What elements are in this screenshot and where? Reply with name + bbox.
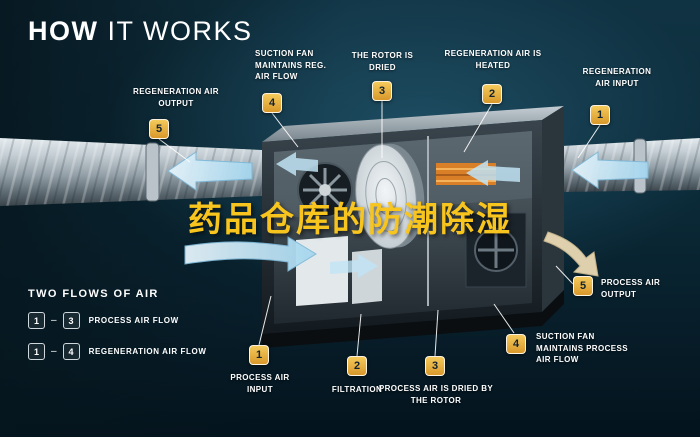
callout-badge: 4 bbox=[506, 334, 526, 354]
callout-label: SUCTION FAN MAINTAINS REG. AIR FLOW bbox=[255, 49, 327, 82]
regeneration-input-arrow bbox=[571, 151, 649, 189]
legend-dash: – bbox=[51, 315, 57, 326]
callout-label: REGENERATION AIR IS HEATED bbox=[444, 49, 542, 70]
callout-badge: 5 bbox=[573, 276, 593, 296]
callout-badge: 2 bbox=[482, 84, 502, 104]
callout-label: REGENERATION AIR OUTPUT bbox=[133, 87, 219, 108]
callout-label: PROCESS AIR INPUT bbox=[230, 373, 290, 394]
callout-label: REGENERATION AIR INPUT bbox=[582, 67, 652, 88]
callout-badge: 2 bbox=[347, 356, 367, 376]
callout-label: THE ROTOR IS DRIED bbox=[351, 51, 414, 72]
legend-row-regeneration: 1 – 4 REGENERATION AIR FLOW bbox=[28, 343, 207, 360]
legend-badge-to: 3 bbox=[62, 312, 80, 329]
legend-row-process: 1 – 3 PROCESS AIR FLOW bbox=[28, 312, 207, 329]
page-title: HOW IT WORKS bbox=[28, 16, 253, 47]
callout-badge: 3 bbox=[425, 356, 445, 376]
legend-badge-from: 1 bbox=[28, 343, 45, 360]
callout-badge: 4 bbox=[262, 93, 282, 113]
legend-badge-to: 4 bbox=[62, 343, 80, 360]
callout-label: PROCESS AIR IS DRIED BY THE ROTOR bbox=[378, 384, 494, 405]
callout-label: SUCTION FAN MAINTAINS PROCESS AIR FLOW bbox=[536, 332, 628, 365]
heater-flow-arrow bbox=[466, 160, 520, 186]
legend-label: PROCESS AIR FLOW bbox=[88, 316, 179, 325]
process-output-arrow bbox=[543, 231, 599, 277]
legend-dash: – bbox=[51, 346, 57, 357]
legend-heading: TWO FLOWS OF AIR bbox=[28, 288, 159, 300]
process-inside-arrow bbox=[330, 254, 378, 278]
legend: TWO FLOWS OF AIR 1 – 3 PROCESS AIR FLOW … bbox=[28, 288, 207, 374]
suction-fan-right bbox=[465, 212, 527, 288]
suction-fan-left bbox=[297, 162, 353, 218]
callout-badge: 5 bbox=[149, 119, 169, 139]
rotor bbox=[355, 143, 425, 249]
cabinet-base bbox=[262, 290, 564, 348]
callout-badge: 1 bbox=[590, 105, 610, 125]
fan-flow-arrow bbox=[276, 152, 318, 176]
callout-badge: 1 bbox=[249, 345, 269, 365]
watermark-text: 药品仓库的防潮除湿 bbox=[188, 201, 512, 239]
callout-label: FILTRATION bbox=[331, 385, 383, 394]
title-word-light: IT WORKS bbox=[107, 16, 253, 46]
title-word-bold: HOW bbox=[28, 16, 99, 46]
legend-label: REGENERATION AIR FLOW bbox=[88, 347, 207, 356]
process-input-arrow bbox=[184, 236, 317, 272]
legend-badge-from: 1 bbox=[28, 312, 45, 329]
callout-badge: 3 bbox=[372, 81, 392, 101]
callout-lines bbox=[158, 101, 601, 357]
callout-label: PROCESS AIR OUTPUT bbox=[601, 278, 661, 299]
